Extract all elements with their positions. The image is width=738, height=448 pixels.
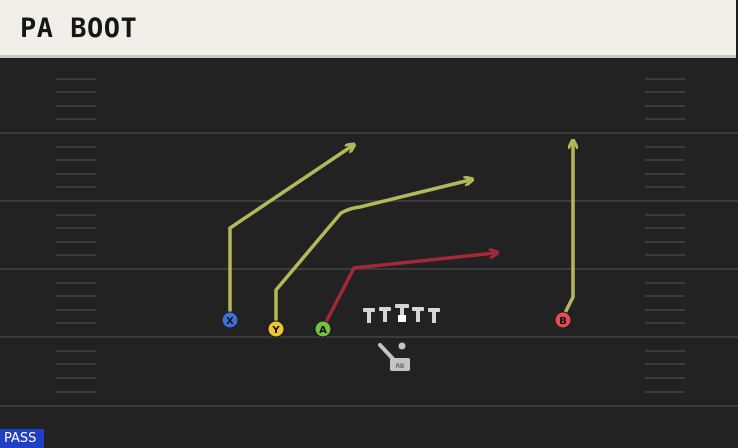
play-field [0,61,738,448]
x-receiver: X [221,311,239,329]
hash-marks-left [56,78,96,393]
x-receiver-label: X [226,316,234,327]
play-header: PA BOOT [0,0,736,58]
play-type-badge: PASS [0,429,44,448]
play-title: PA BOOT [20,13,138,44]
lineman-icon [412,307,424,322]
b-route [561,143,573,318]
b-receiver-label: B [559,316,567,327]
yard-lines [0,132,738,407]
a-route [322,253,495,327]
hash-marks-right [645,78,685,393]
offensive-line [363,304,440,323]
y-receiver-label: Y [271,325,280,336]
center-icon [395,304,409,322]
running-back-icon: RB [378,342,410,371]
x-route [228,146,352,318]
a-receiver: A [314,320,332,338]
running-back-label: RB [396,363,404,370]
a-receiver-label: A [319,325,327,336]
lineman-icon [363,308,375,323]
lineman-icon [428,308,440,323]
y-route [274,180,470,326]
y-receiver: Y [267,320,285,338]
lineman-icon [379,307,391,322]
b-receiver: B [554,311,572,329]
